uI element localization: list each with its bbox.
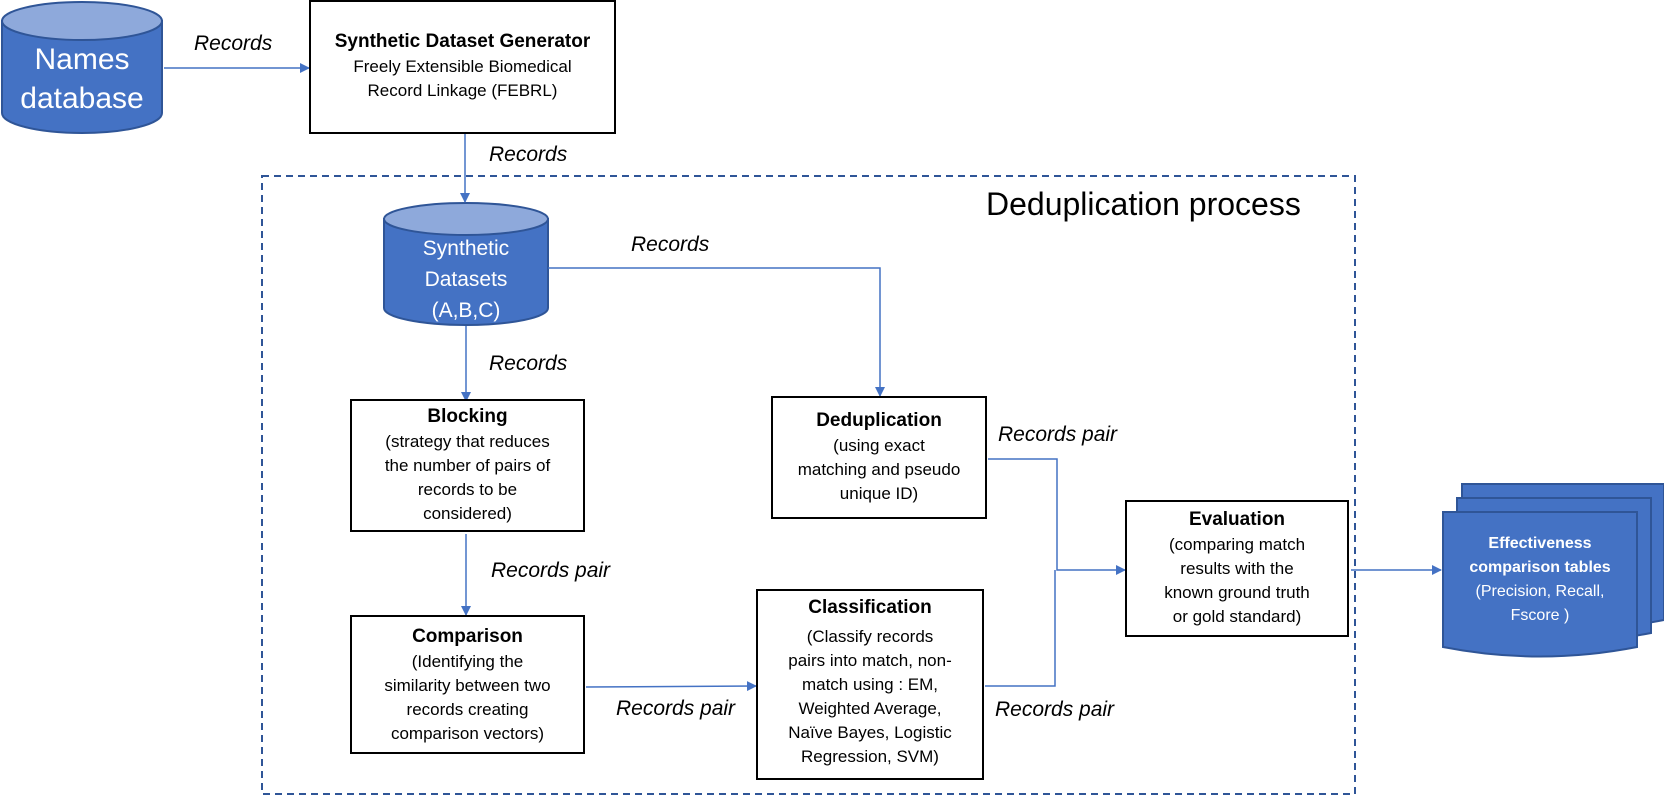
blocking-title: Blocking xyxy=(427,406,508,427)
classification-line-2: pairs into match, non- xyxy=(788,651,952,670)
label-names-to-generator: Records xyxy=(194,32,273,55)
classification-line-3: match using : EM, xyxy=(801,675,939,694)
comparison-title: Comparison xyxy=(412,626,523,647)
label-classification-to-evaluation: Records pair xyxy=(995,698,1115,721)
blocking-line-1: (strategy that reduces xyxy=(385,432,550,451)
deduplication-line-2: matching and pseudo xyxy=(797,460,961,479)
synthetic-datasets-line-2: Datasets xyxy=(424,268,508,291)
blocking-line-2: the number of pairs of xyxy=(384,456,551,475)
deduplication-line-3: unique ID) xyxy=(839,484,919,503)
synthetic-datasets-line-1: Synthetic xyxy=(422,237,510,260)
synthetic-datasets: Synthetic Datasets (A,B,C) xyxy=(384,233,548,326)
classification-line-5: Naïve Bayes, Logistic xyxy=(788,723,952,742)
names-database: Names database xyxy=(2,40,162,118)
edge-deduplication-to-evaluation xyxy=(988,458,1126,575)
edge-datasets-to-deduplication xyxy=(548,267,885,397)
generator-title: Synthetic Dataset Generator xyxy=(334,31,591,52)
classification-box: Classification (Classify records pairs i… xyxy=(756,589,984,780)
names-database-line-2: database xyxy=(20,82,144,115)
classification-line-1: (Classify records xyxy=(806,627,934,646)
evaluation-box: Evaluation (comparing match results with… xyxy=(1125,500,1349,637)
label-datasets-to-blocking: Records xyxy=(489,352,568,375)
output-line-1: (Precision, Recall, xyxy=(1475,583,1605,600)
label-generator-to-datasets: Records xyxy=(489,143,568,166)
output-title-line-1: Effectiveness xyxy=(1488,535,1592,552)
comparison-box: Comparison (Identifying the similarity b… xyxy=(350,615,585,754)
comparison-line-4: comparison vectors) xyxy=(390,724,545,743)
generator-line-2: Record Linkage (FEBRL) xyxy=(367,81,558,100)
generator-box: Synthetic Dataset Generator Freely Exten… xyxy=(309,0,616,134)
names-database-line-1: Names xyxy=(34,43,130,76)
synthetic-datasets-line-3: (A,B,C) xyxy=(431,299,501,322)
process-title: Deduplication process xyxy=(986,186,1301,222)
evaluation-line-3: known ground truth xyxy=(1164,583,1310,602)
blocking-line-3: records to be xyxy=(417,480,518,499)
comparison-line-2: similarity between two xyxy=(384,676,551,695)
label-comparison-to-classification: Records pair xyxy=(616,697,736,720)
classification-line-6: Regression, SVM) xyxy=(801,747,939,766)
evaluation-line-1: (comparing match xyxy=(1168,535,1306,554)
comparison-line-3: records creating xyxy=(406,700,529,719)
label-dedup-to-evaluation: Records pair xyxy=(998,423,1118,446)
label-blocking-to-comparison: Records pair xyxy=(491,559,611,582)
deduplication-title: Deduplication xyxy=(816,410,942,431)
blocking-line-4: considered) xyxy=(423,504,512,523)
evaluation-line-4: or gold standard) xyxy=(1172,607,1302,626)
comparison-line-1: (Identifying the xyxy=(411,652,524,671)
names-database-shape xyxy=(1,1,163,134)
blocking-box: Blocking (strategy that reduces the numb… xyxy=(350,399,585,532)
output-document: Effectiveness comparison tables (Precisi… xyxy=(1443,532,1637,628)
edge-classification-to-evaluation xyxy=(985,570,1056,687)
evaluation-title: Evaluation xyxy=(1188,509,1286,530)
label-datasets-to-dedup: Records xyxy=(631,233,710,256)
output-line-2: Fscore ) xyxy=(1510,607,1570,624)
deduplication-box: Deduplication (using exact matching and … xyxy=(771,396,987,519)
classification-line-4: Weighted Average, xyxy=(798,699,942,718)
evaluation-line-2: results with the xyxy=(1180,559,1294,578)
classification-title: Classification xyxy=(808,597,932,618)
deduplication-line-1: (using exact xyxy=(833,436,925,455)
synthetic-datasets-shape xyxy=(383,202,549,326)
edge-comparison-to-classification xyxy=(585,681,757,692)
generator-line-1: Freely Extensible Biomedical xyxy=(353,57,572,76)
deduplication-process-boundary xyxy=(261,175,1356,795)
output-title-line-2: comparison tables xyxy=(1469,559,1611,576)
output-document-stack xyxy=(1442,483,1664,658)
